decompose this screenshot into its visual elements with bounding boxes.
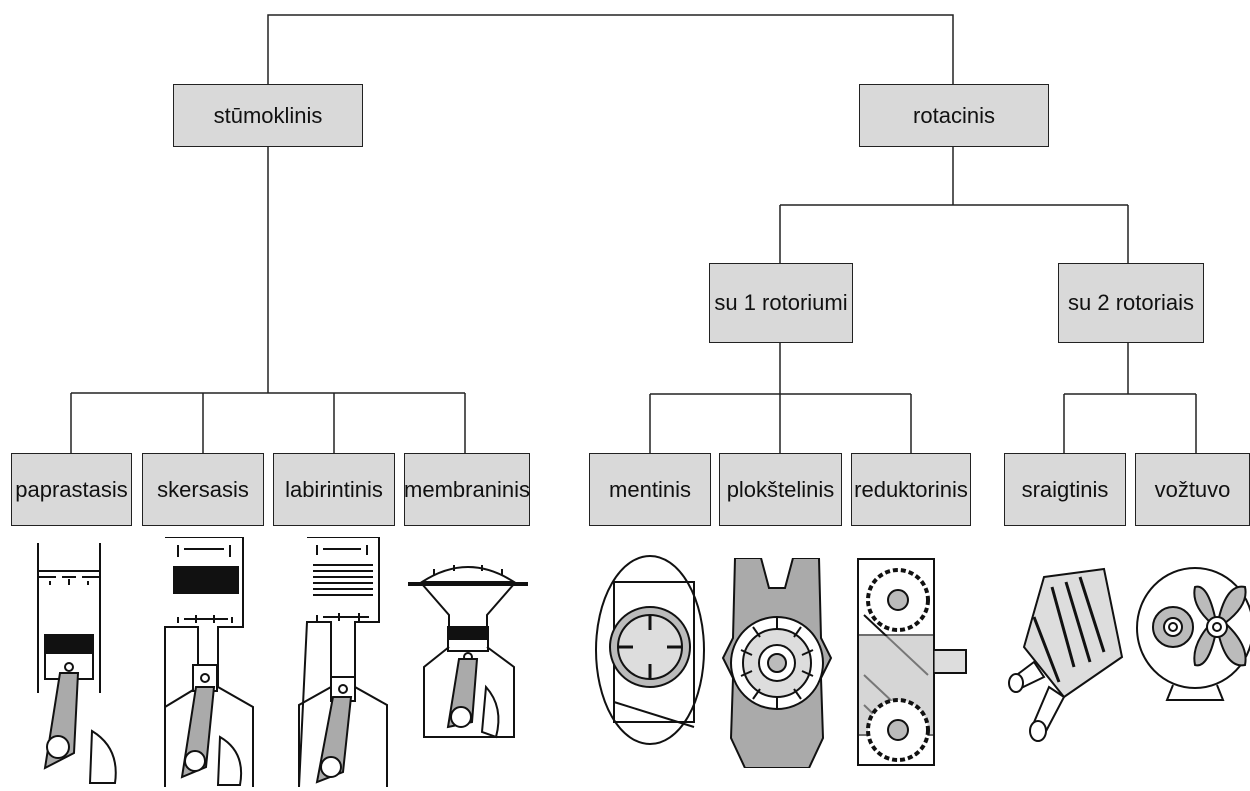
- node-paprastasis: paprastasis: [11, 453, 132, 526]
- connector-piston-drops: [70, 393, 466, 453]
- vane-compressor-icon: [595, 555, 705, 745]
- node-membraninis: membraninis: [404, 453, 530, 526]
- connector-root: [267, 14, 954, 84]
- node-reduktorinis: reduktorinis: [851, 453, 971, 526]
- screw-compressor-icon: [1008, 567, 1124, 742]
- connector-rotary-bar: [779, 204, 1129, 263]
- node-rotary: rotacinis: [859, 84, 1049, 147]
- diaphragm-compressor-icon: [408, 565, 528, 739]
- sliding-vane-compressor-icon: [721, 558, 833, 768]
- node-piston: stūmoklinis: [173, 84, 363, 147]
- crosshead-piston-compressor-icon: [164, 537, 254, 787]
- node-two-rotors: su 2 rotoriais: [1058, 263, 1204, 343]
- node-labirintinis: labirintinis: [273, 453, 395, 526]
- node-sraigtinis: sraigtinis: [1004, 453, 1126, 526]
- labyrinth-piston-compressor-icon: [298, 537, 388, 787]
- connector-two-rotor-bar: [1063, 393, 1197, 453]
- simple-piston-compressor-icon: [37, 543, 117, 784]
- node-voztuvo: vožtuvo: [1135, 453, 1250, 526]
- connector-one-rotor-bar: [649, 393, 912, 453]
- node-plokstelinis: plokštelinis: [719, 453, 842, 526]
- lobe-compressor-icon: [1136, 567, 1250, 701]
- node-skersasis: skersasis: [142, 453, 264, 526]
- node-mentinis: mentinis: [589, 453, 711, 526]
- gear-compressor-icon: [857, 558, 967, 766]
- node-one-rotor: su 1 rotoriumi: [709, 263, 853, 343]
